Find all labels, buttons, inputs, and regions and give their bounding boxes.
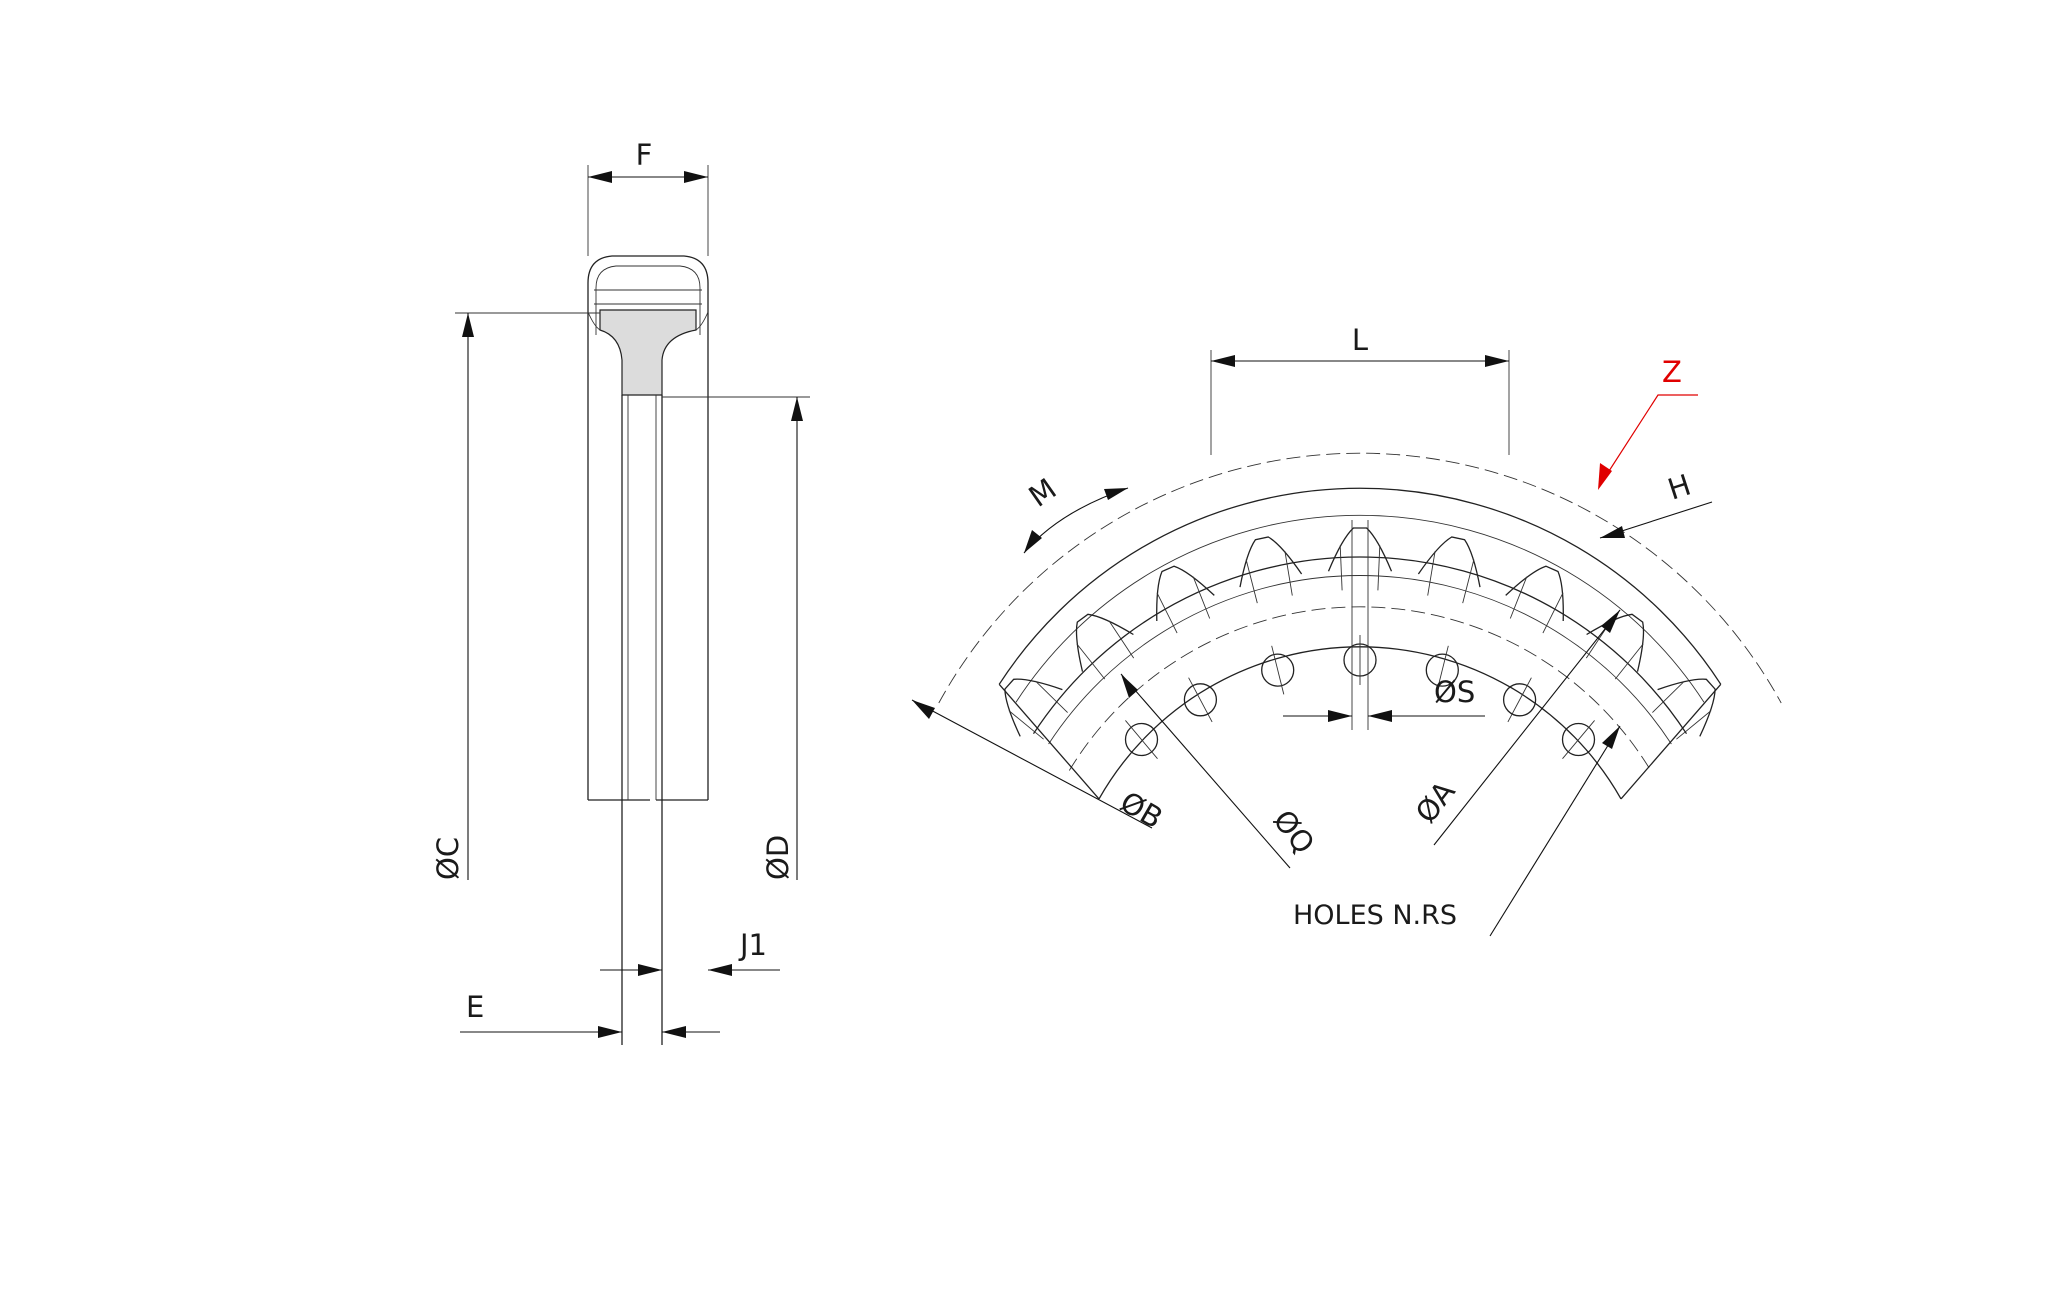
tooth [1156,565,1215,622]
label-H: H [1664,468,1695,507]
label-Z: Z [1662,355,1682,389]
tooth-profile-inner [595,265,701,335]
tooth [1327,527,1393,572]
section-fill [599,309,697,396]
bolt-hole [1425,653,1459,687]
bolt-hole [1124,722,1159,757]
label-C: ØC [431,837,465,880]
bolt-hole [1502,683,1537,717]
tooth-detail-line [1245,559,1258,604]
label-A: ØA [1409,775,1462,830]
bolt-hole-centerline [1562,720,1595,759]
tooth-detail-line [1427,551,1436,596]
side-view: F ØC ØD J1 E [431,138,810,1045]
label-M: M [1023,472,1063,514]
label-E: E [466,990,484,1024]
tooth-detail-line [1076,643,1106,680]
label-holes: HOLES N.RS [1293,900,1457,931]
tooth-detail-line [1035,680,1068,713]
rim-inner-arc [1032,556,1688,735]
label-B: ØB [1115,785,1169,836]
tooth-detail-line [1652,680,1685,713]
label-L: L [1352,323,1368,357]
tooth [1657,678,1716,737]
bolt-hole-centerline [1507,677,1532,723]
tooth-detail-line [1676,710,1712,740]
label-F: F [636,138,653,172]
tooth [1417,536,1481,588]
tooth-detail-line [1509,576,1528,619]
tooth-detail-line [1192,576,1211,619]
outer-reference-arc [938,452,1782,704]
tooth [1586,613,1645,672]
label-J1: J1 [738,928,767,962]
tooth-detail-line [1614,643,1644,680]
tooth-detail-line [1284,551,1293,596]
bolt-hole-centerline [1435,645,1449,695]
label-D: ØD [761,835,795,880]
bolt-hole-centerline [1188,677,1213,723]
label-S: ØS [1434,675,1475,709]
tooth [1004,678,1063,737]
front-view: L M H Z ØS ØB ØQ ØA HOLES [911,323,1782,937]
tooth [1505,565,1564,622]
root-arc [998,487,1722,685]
tooth [1075,613,1134,672]
bolt-hole-centerline [1125,720,1158,759]
tooth-detail-line [1377,545,1381,591]
tooth-detail-line [1156,592,1178,634]
tooth [1239,536,1303,588]
bolt-holes [1124,635,1596,759]
bolt-hole [1561,722,1596,757]
bolt-hole [1261,653,1295,687]
tooth-detail-line [1108,620,1135,659]
tooth-detail-line [1008,710,1044,740]
tooth-detail-line [1542,592,1564,634]
teeth [1004,527,1716,740]
bolt-hole [1183,683,1218,717]
tooth-detail-line [1462,559,1475,604]
label-Q: ØQ [1266,803,1321,860]
bolt-hole-centerline [1271,645,1285,695]
tooth-detail-line [1339,545,1343,591]
tooth-profile-outer [587,255,709,340]
